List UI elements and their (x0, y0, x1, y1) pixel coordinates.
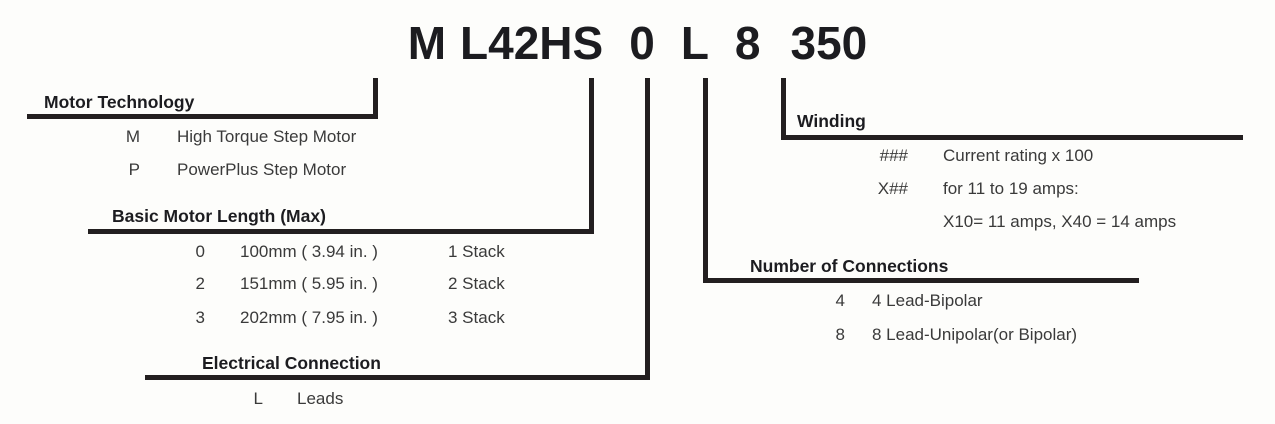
connector-line-motor-technology-rule (27, 114, 378, 119)
option-description: Leads (297, 389, 344, 408)
connector-line-number-of-connections-rule (703, 278, 1139, 283)
option-code: X## (877, 179, 908, 198)
part-segment-electrical-connection: L (680, 17, 709, 69)
option-description: 202mm ( 7.95 in. ) (240, 308, 378, 327)
option-description: 8 Lead-Unipolar(or Bipolar) (872, 325, 1078, 344)
part-segment-winding: 350 (790, 17, 868, 69)
option-code: 3 (195, 308, 205, 327)
option-stack-count: 3 Stack (448, 308, 505, 327)
option-description: 100mm ( 3.94 in. ) (240, 242, 378, 261)
section-title-electrical-connection: Electrical Connection (202, 353, 381, 373)
option-code: L (253, 389, 263, 408)
option-description: PowerPlus Step Motor (177, 160, 347, 179)
connector-line-winding-rule (781, 135, 1243, 140)
option-description: 151mm ( 5.95 in. ) (240, 274, 378, 293)
connector-line-electrical-connection-rule (145, 375, 650, 380)
option-description: Current rating x 100 (943, 146, 1094, 165)
connector-line-number-of-connections-vertical (703, 78, 708, 281)
option-code: 8 (835, 325, 845, 344)
option-description: 4 Lead-Bipolar (872, 291, 983, 310)
connector-line-basic-motor-length-rule (88, 229, 594, 234)
connector-line-motor-technology-vertical (373, 78, 378, 119)
option-code: 2 (195, 274, 205, 293)
option-stack-count: 2 Stack (448, 274, 505, 293)
option-code: 4 (835, 291, 845, 310)
option-code: 0 (195, 242, 205, 261)
part-segment-motor-technology: M (407, 17, 447, 69)
section-title-winding: Winding (797, 111, 866, 131)
option-stack-count: 1 Stack (448, 242, 505, 261)
connector-line-winding-vertical (781, 78, 786, 138)
section-title-basic-motor-length: Basic Motor Length (Max) (112, 206, 326, 226)
part-segment-frame-size: L42HS (460, 17, 604, 69)
connector-line-basic-motor-length-vertical (589, 78, 594, 234)
option-description: X10= 11 amps, X40 = 14 amps (943, 212, 1177, 231)
option-code: P (128, 160, 140, 179)
option-code: M (125, 127, 140, 146)
option-description: for 11 to 19 amps: (943, 179, 1079, 198)
option-description: High Torque Step Motor (177, 127, 357, 146)
option-code: ### (879, 146, 908, 165)
section-title-number-of-connections: Number of Connections (750, 256, 949, 276)
connector-line-electrical-connection-vertical (645, 78, 650, 378)
section-title-motor-technology: Motor Technology (44, 92, 195, 112)
part-segment-number-of-connections: 8 (734, 17, 761, 69)
part-segment-basic-motor-length: 0 (629, 17, 655, 69)
